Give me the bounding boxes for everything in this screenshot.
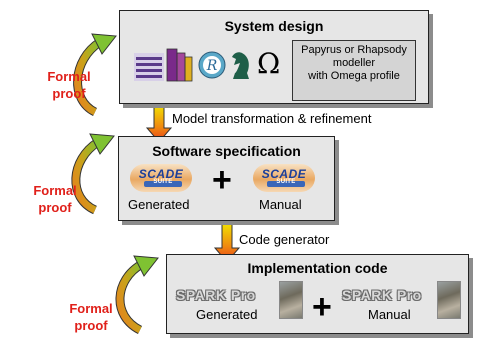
scade-logo-generated: SCADE SUITE — [130, 164, 192, 192]
spark-logo-generated: SPARK Pro — [176, 287, 256, 303]
spark-logo-manual: SPARK Pro — [342, 287, 422, 303]
spark-image-generated — [279, 281, 303, 319]
transformation-arrow — [145, 103, 173, 143]
transformation-label: Model transformation & refinement — [172, 111, 372, 126]
r-circle-icon: R — [198, 51, 226, 79]
codegen-label: Code generator — [239, 232, 330, 247]
impl-manual-label: Manual — [368, 307, 411, 322]
software-spec-panel: Software specification SCADE SUITE + SCA… — [118, 136, 335, 221]
impl-generated-label: Generated — [196, 307, 258, 322]
spark-image-manual — [437, 281, 461, 319]
chess-knight-icon — [228, 49, 254, 81]
omega-icon: Ω — [257, 47, 281, 80]
system-design-panel: System design R — [119, 10, 429, 104]
formal-proof-arrow-3 — [115, 255, 159, 335]
implementation-panel: Implementation code SPARK Pro + SPARK Pr… — [166, 254, 469, 334]
plus-sign-impl: + — [312, 288, 332, 326]
system-design-title: System design — [224, 18, 324, 34]
formal-proof-arrow-2 — [71, 133, 115, 215]
svg-text:R: R — [206, 58, 218, 74]
plus-sign-spec: + — [212, 161, 232, 199]
book-stack-icon — [164, 47, 194, 83]
scade-logo-manual: SCADE SUITE — [253, 164, 315, 192]
implementation-title: Implementation code — [247, 260, 388, 276]
spec-manual-label: Manual — [259, 197, 302, 212]
modeller-box: Papyrus or Rhapsody modeller with Omega … — [292, 40, 416, 101]
software-spec-title: Software specification — [152, 143, 301, 159]
formal-proof-arrow-1 — [73, 33, 117, 117]
uml-logo — [134, 53, 164, 81]
spec-generated-label: Generated — [128, 197, 190, 212]
